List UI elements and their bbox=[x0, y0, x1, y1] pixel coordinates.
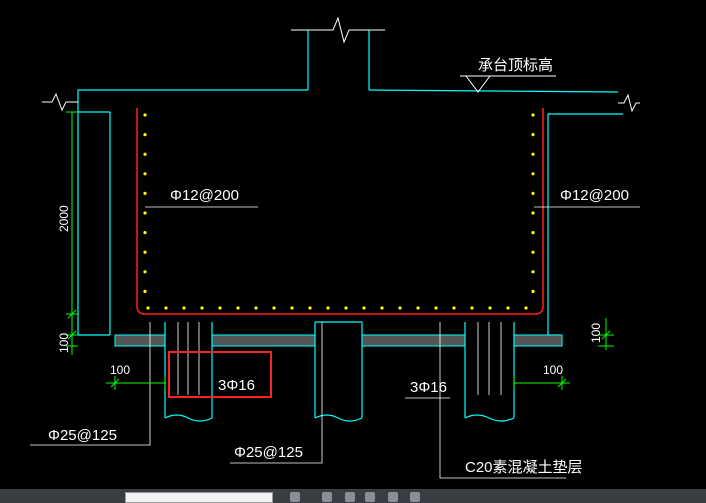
rebar-dot-bottom bbox=[344, 306, 348, 310]
pile-right bbox=[464, 322, 515, 422]
status-button-4[interactable] bbox=[365, 492, 375, 502]
rebar-dot-right bbox=[531, 270, 535, 274]
pile-left-bars-label: 3Φ16 bbox=[218, 377, 255, 394]
cap-top-level-label: 承台顶标高 bbox=[478, 57, 553, 74]
rebar-dots bbox=[143, 113, 535, 310]
rebar-dot-bottom bbox=[272, 306, 276, 310]
status-button-6[interactable] bbox=[410, 492, 420, 502]
rebar-dot-right bbox=[531, 289, 535, 293]
rebar-dot-bottom bbox=[290, 306, 294, 310]
rebar-dot-left bbox=[143, 250, 147, 254]
stirrup-mid-label: Φ25@125 bbox=[234, 444, 303, 461]
rebar-label-right: Φ12@200 bbox=[560, 187, 629, 204]
dim-cushion-left-label: 100 bbox=[57, 333, 71, 353]
rebar-dot-bottom bbox=[416, 306, 420, 310]
pile-right-bars bbox=[477, 322, 502, 395]
rebar-dot-bottom bbox=[488, 306, 492, 310]
rebar-dot-right bbox=[531, 113, 535, 117]
dim-height-label: 2000 bbox=[57, 205, 71, 232]
rebar-dot-left bbox=[143, 211, 147, 215]
rebar-dot-bottom bbox=[146, 306, 150, 310]
rebar-dot-left bbox=[143, 113, 147, 117]
pile-left bbox=[164, 322, 213, 422]
status-button-2[interactable] bbox=[322, 492, 332, 502]
rebar-dot-bottom bbox=[164, 306, 168, 310]
right-break-mark bbox=[618, 93, 640, 113]
rebar-dot-bottom bbox=[182, 306, 186, 310]
rebar-dot-right bbox=[531, 250, 535, 254]
cushion-note-label: C20素混凝土垫层 bbox=[465, 459, 583, 476]
rebar-dot-bottom bbox=[362, 306, 366, 310]
highlight-box bbox=[168, 351, 272, 398]
status-button-1[interactable] bbox=[290, 492, 300, 502]
dim-edge-left-label: 100 bbox=[110, 363, 130, 377]
rebar-dot-right bbox=[531, 133, 535, 137]
rebar-dot-bottom bbox=[452, 306, 456, 310]
rebar-dot-bottom bbox=[326, 306, 330, 310]
rebar-dot-bottom bbox=[524, 306, 528, 310]
rebar-dot-right bbox=[531, 211, 535, 215]
dim-cushion-right-label: 100 bbox=[589, 323, 603, 343]
pile-left-bars bbox=[177, 322, 200, 395]
rebar-dot-bottom bbox=[470, 306, 474, 310]
rebar-dot-left bbox=[143, 133, 147, 137]
pile-right-bars-label: 3Φ16 bbox=[410, 379, 447, 396]
cap-top-level-symbol bbox=[460, 75, 556, 93]
rebar-dot-right bbox=[531, 152, 535, 156]
dimension-lines bbox=[66, 111, 614, 390]
rebar-cage bbox=[136, 108, 544, 315]
status-button-5[interactable] bbox=[388, 492, 398, 502]
rebar-dot-bottom bbox=[218, 306, 222, 310]
rebar-label-left: Φ12@200 bbox=[170, 187, 239, 204]
rebar-dot-bottom bbox=[380, 306, 384, 310]
rebar-dot-bottom bbox=[308, 306, 312, 310]
rebar-dot-bottom bbox=[236, 306, 240, 310]
rebar-dot-right bbox=[531, 231, 535, 235]
stirrup-left-label: Φ25@125 bbox=[48, 427, 117, 444]
leader-lines bbox=[30, 206, 640, 479]
rebar-dot-right bbox=[531, 172, 535, 176]
rebar-dot-left bbox=[143, 172, 147, 176]
column-stub bbox=[307, 30, 370, 90]
left-break-mark bbox=[42, 92, 78, 112]
rebar-dot-right bbox=[531, 191, 535, 195]
rebar-dot-left bbox=[143, 152, 147, 156]
dim-edge-right-label: 100 bbox=[543, 363, 563, 377]
status-button-3[interactable] bbox=[345, 492, 355, 502]
rebar-dot-bottom bbox=[506, 306, 510, 310]
rebar-dot-left bbox=[143, 231, 147, 235]
rebar-dot-bottom bbox=[254, 306, 258, 310]
column-break-mark bbox=[291, 16, 385, 44]
rebar-dot-bottom bbox=[398, 306, 402, 310]
cap-top-line bbox=[77, 89, 623, 335]
rebar-dot-left bbox=[143, 289, 147, 293]
command-input[interactable] bbox=[125, 492, 273, 503]
pile-middle bbox=[314, 321, 363, 422]
rebar-dot-left bbox=[143, 191, 147, 195]
status-bar bbox=[0, 489, 706, 503]
rebar-dot-bottom bbox=[434, 306, 438, 310]
rebar-dot-left bbox=[143, 270, 147, 274]
rebar-dot-bottom bbox=[200, 306, 204, 310]
